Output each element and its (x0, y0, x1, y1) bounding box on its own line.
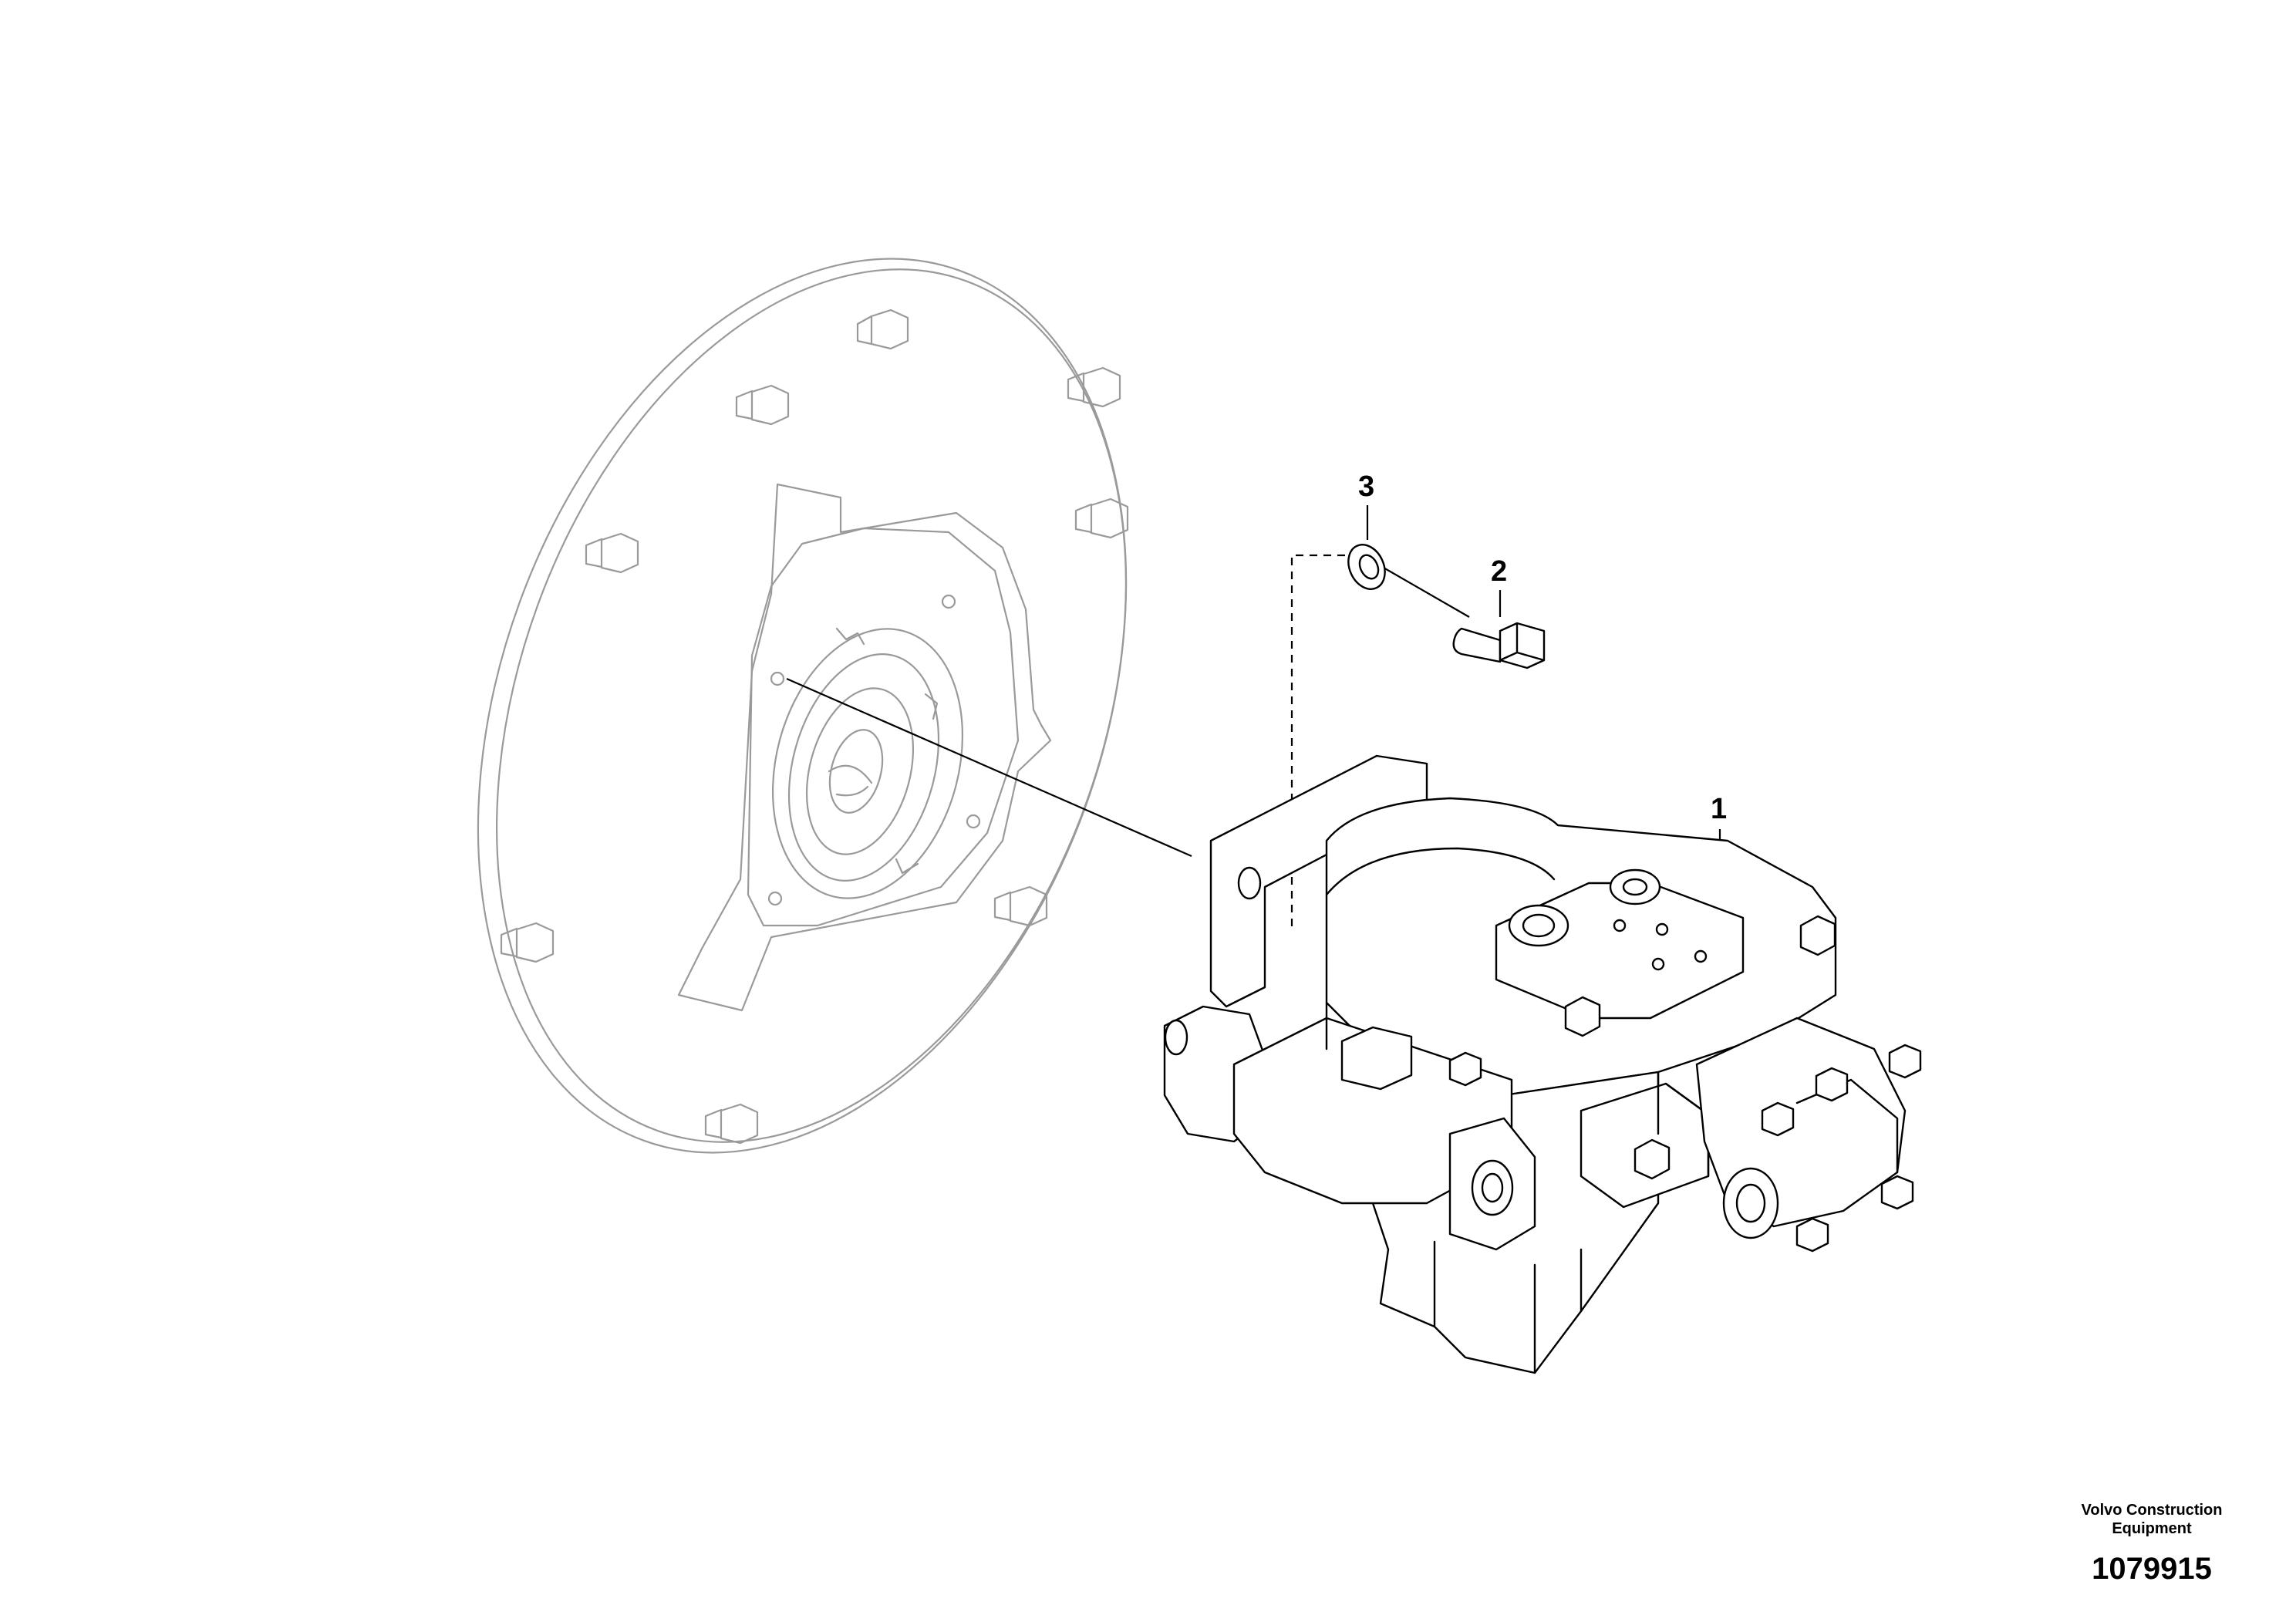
hex-plug (1795, 1217, 1829, 1253)
callout-label: 2 (1491, 555, 1508, 588)
washer (1347, 544, 1386, 590)
callout-label: 1 (1711, 793, 1728, 825)
hex-plug (1815, 1067, 1849, 1102)
rim-bolt (993, 885, 1048, 927)
rim-bolt (1074, 497, 1129, 539)
flywheel-housing (477, 258, 1129, 1154)
callout-label: 3 (1358, 470, 1375, 503)
company-name-line1: Volvo Construction (2081, 1502, 2223, 1519)
rim-bolt (1067, 366, 1121, 408)
hex-plug (1888, 1044, 1922, 1079)
screw (1452, 622, 1546, 669)
hex-plug (1880, 1175, 1914, 1210)
hex-plug (1799, 915, 1836, 956)
rim-bolt (856, 309, 909, 350)
alignment-line (786, 677, 1192, 858)
hex-plug (1564, 996, 1601, 1037)
company-credit: Volvo Construction Equipment (2055, 1502, 2248, 1536)
hydraulic-pump (1163, 754, 1922, 1374)
hex-plug (1448, 1051, 1482, 1087)
company-name-line2: Equipment (2112, 1520, 2192, 1537)
rim-bolt (500, 922, 555, 963)
hex-plug (1761, 1101, 1795, 1137)
bolt-axis-line (1372, 561, 1470, 618)
rim-bolt (735, 384, 790, 426)
rim-bolt (585, 532, 639, 574)
illustration-number: 1079915 (2092, 1552, 2212, 1586)
rim-bolt (704, 1103, 759, 1145)
hex-plug (1633, 1138, 1671, 1180)
